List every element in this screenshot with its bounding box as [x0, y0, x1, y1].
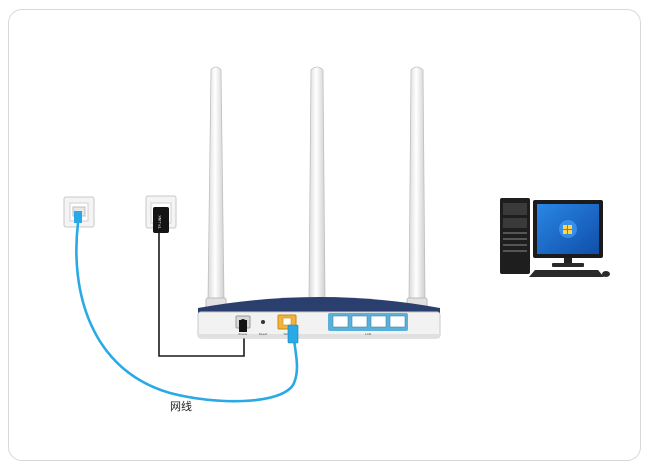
router-antennas	[205, 66, 428, 315]
lan-label: LAN	[365, 332, 371, 336]
wan-label: WAN	[283, 332, 290, 336]
network-cable-label: 网线	[170, 400, 192, 413]
router-power-port	[235, 315, 251, 332]
pc-keyboard	[529, 270, 604, 277]
adapter-brand-label: TP-LINK	[158, 215, 162, 230]
pc-mouse	[602, 271, 610, 277]
power-adapter-icon: TP-LINK	[153, 207, 169, 233]
antenna-middle	[306, 66, 328, 315]
network-cable-plug-wall	[74, 211, 82, 223]
router-lan-ports	[328, 313, 408, 331]
pc-tower	[500, 198, 530, 274]
network-cable	[75, 222, 299, 403]
reset-label: Reset	[259, 332, 268, 336]
antenna-left	[205, 66, 227, 315]
power-cable	[158, 233, 245, 357]
antenna-right	[406, 66, 428, 315]
desktop-computer-icon	[500, 198, 610, 277]
network-cable-plug-router	[287, 324, 299, 344]
pc-monitor	[533, 200, 603, 267]
power-port-label: Power	[238, 332, 248, 336]
router-reset-button	[261, 320, 265, 324]
wireless-router-icon: Power Reset WAN LAN	[197, 297, 441, 339]
